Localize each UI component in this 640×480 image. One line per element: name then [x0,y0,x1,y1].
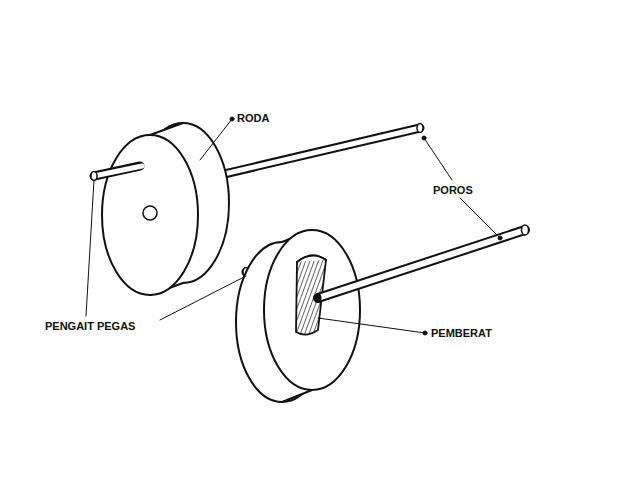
wheel [102,123,229,295]
part-label: RODA [236,112,270,124]
part-label: PENGAIT PEGAS [44,320,136,332]
axle [315,225,529,303]
spring-hook [91,166,142,181]
leader-lines [86,117,502,335]
wheel [236,230,360,402]
part-label: PEMBERAT [430,327,493,339]
part-label: POROS [432,184,474,196]
